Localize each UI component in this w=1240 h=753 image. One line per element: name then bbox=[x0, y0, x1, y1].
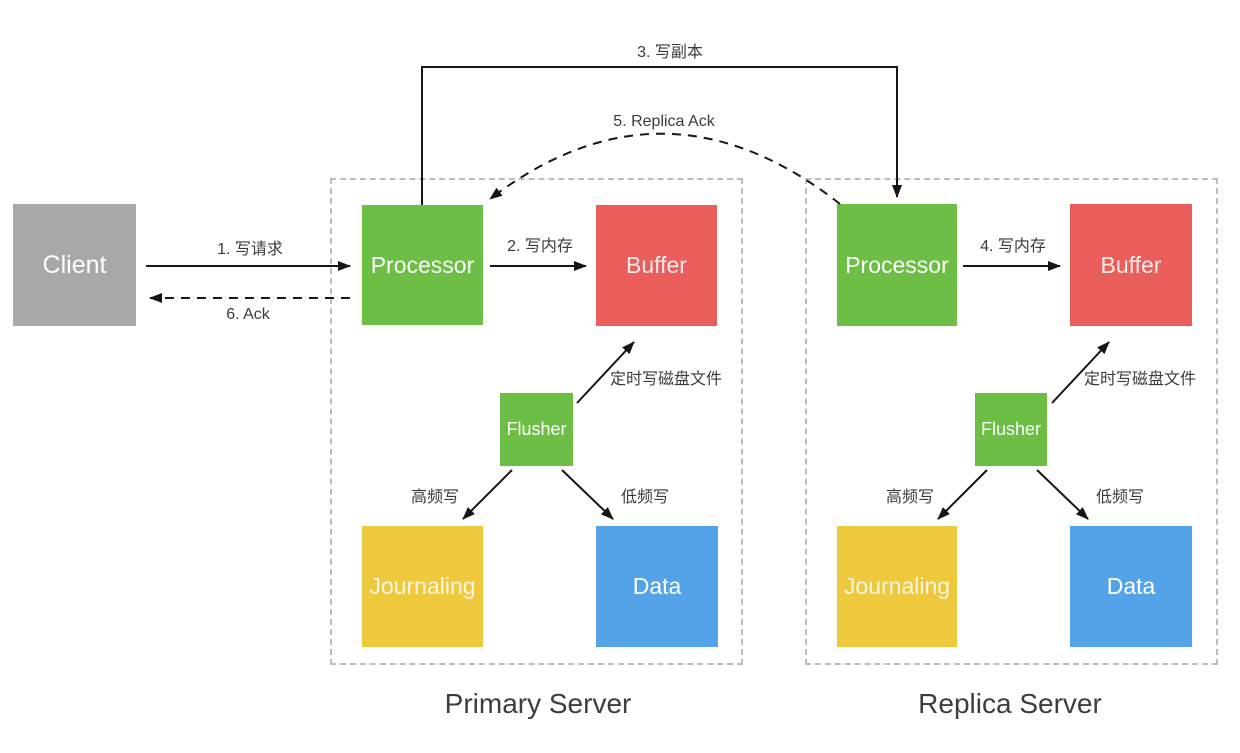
replica-processor-box: Processor bbox=[837, 204, 957, 326]
client-box: Client bbox=[13, 204, 136, 326]
primary-journaling-box: Journaling bbox=[362, 526, 483, 647]
label-flush-to-buffer-primary: 定时写磁盘文件 bbox=[609, 371, 723, 388]
label-low-freq-primary: 低频写 bbox=[620, 489, 670, 506]
label-ack: 6. Ack bbox=[226, 306, 270, 323]
primary-processor-box: Processor bbox=[362, 205, 483, 325]
primary-data-box: Data bbox=[596, 526, 718, 647]
primary-server-title: Primary Server bbox=[444, 688, 632, 719]
label-high-freq-replica: 高频写 bbox=[885, 489, 935, 506]
label-write-memory-replica: 4. 写内存 bbox=[980, 238, 1046, 255]
replica-server-title: Replica Server bbox=[918, 688, 1102, 719]
label-flush-to-buffer-replica: 定时写磁盘文件 bbox=[1083, 371, 1197, 388]
label-write-memory-primary: 2. 写内存 bbox=[507, 238, 573, 255]
replica-server-group bbox=[805, 178, 1218, 665]
replica-buffer-box: Buffer bbox=[1070, 204, 1192, 326]
label-replica-ack: 5. Replica Ack bbox=[613, 113, 715, 130]
label-low-freq-replica: 低频写 bbox=[1095, 489, 1145, 506]
replica-flusher-box: Flusher bbox=[975, 393, 1047, 466]
primary-flusher-box: Flusher bbox=[500, 393, 573, 466]
primary-buffer-box: Buffer bbox=[596, 205, 717, 326]
replica-data-box: Data bbox=[1070, 526, 1192, 647]
replica-journaling-box: Journaling bbox=[837, 526, 957, 647]
label-write-request: 1. 写请求 bbox=[217, 241, 283, 258]
label-write-replica: 3. 写副本 bbox=[637, 44, 703, 61]
label-high-freq-primary: 高频写 bbox=[410, 489, 460, 506]
